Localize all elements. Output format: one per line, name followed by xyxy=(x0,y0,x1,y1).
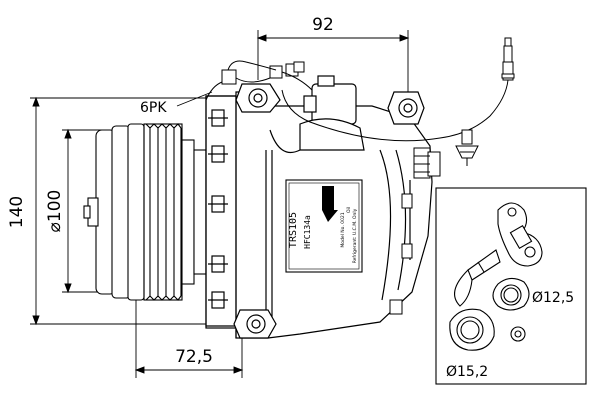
nameplate-instruction: Refrigerant: U.C.M. Only xyxy=(352,208,358,263)
dimension-92-label: 92 xyxy=(312,15,334,35)
dimension-140-label: 140 xyxy=(7,196,27,228)
nameplate: TRS105 HFC134a Model No. 0021 Oil Refrig… xyxy=(285,179,363,273)
dimension-72-5-label: 72,5 xyxy=(175,347,213,367)
dimension-100-label: ⌀100 xyxy=(45,190,65,233)
port-small xyxy=(492,277,530,311)
wire-harness xyxy=(205,37,515,142)
top-fittings xyxy=(221,60,313,91)
port-large xyxy=(449,308,526,351)
nameplate-refrigerant: HFC134a xyxy=(303,215,312,249)
pulley-grooves xyxy=(143,123,183,301)
port-small-label: Ø12,5 xyxy=(532,290,574,306)
dimension-92 xyxy=(256,30,410,92)
belt-leader xyxy=(176,91,213,107)
nameplate-model-no: Model No. 0021 xyxy=(340,212,346,247)
nameplate-model: TRS105 xyxy=(288,212,299,248)
connector-detail xyxy=(454,202,543,307)
port-large-label: Ø15,2 xyxy=(446,364,488,380)
dimension-72-5 xyxy=(134,290,244,378)
nameplate-oil: Oil xyxy=(346,207,352,213)
nameplate-arrow xyxy=(322,186,338,222)
pulley xyxy=(83,123,207,301)
belt-label: 6PK xyxy=(140,100,167,116)
valve-block xyxy=(269,75,365,154)
wire-clip xyxy=(455,129,479,166)
side-valve xyxy=(413,147,441,179)
housing-bolts xyxy=(208,109,228,309)
mounting-ear-bottom xyxy=(233,309,277,339)
mounting-ears-top xyxy=(235,83,425,125)
detail-inset: Ø12,5 Ø15,2 xyxy=(435,187,587,385)
rear-bolts xyxy=(389,193,413,315)
